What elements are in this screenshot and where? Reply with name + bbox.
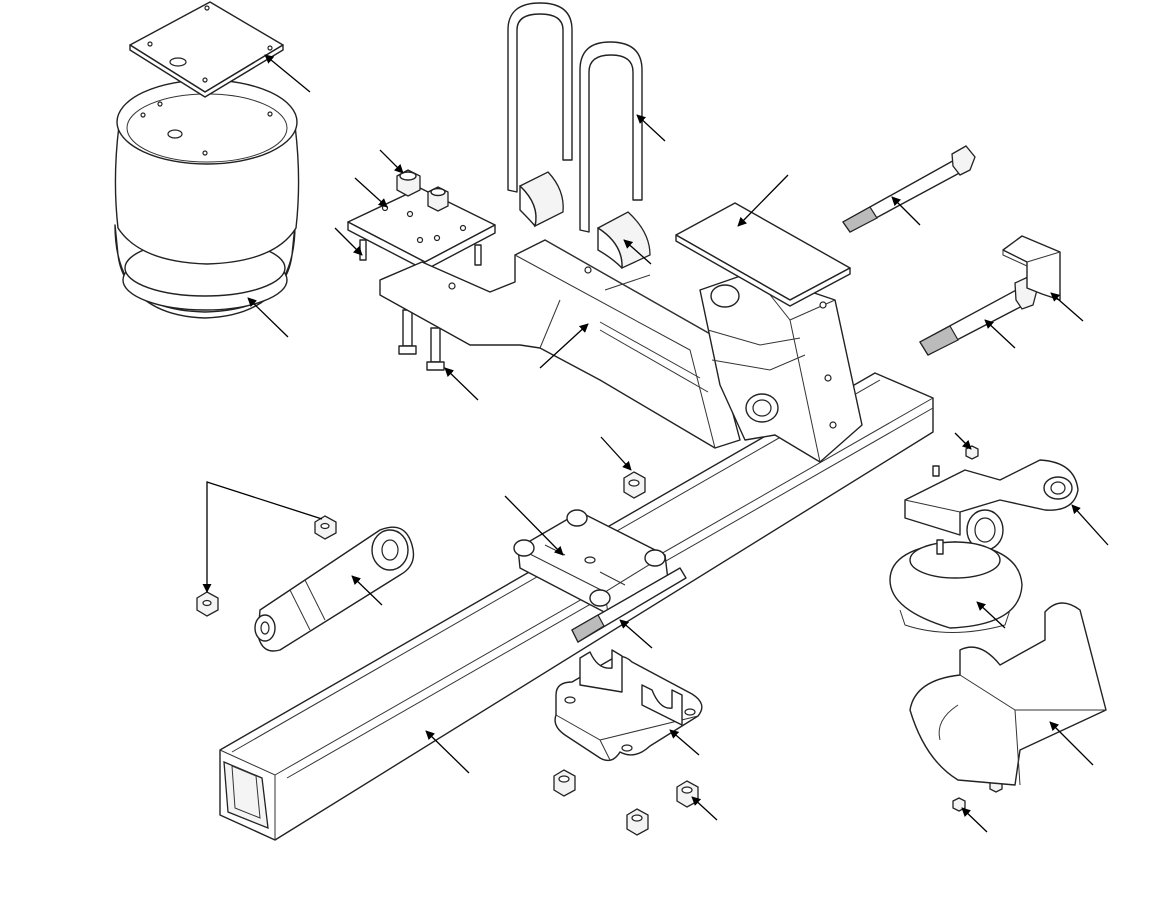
short-pivot-bolt [919,276,1038,356]
frame-hanger [909,602,1107,786]
angle-bracket [1002,235,1061,301]
hanger-top-pad [675,202,851,307]
lock-nut-2 [196,591,219,617]
lock-nut-9 [965,445,979,460]
long-pivot-bolt [842,145,976,233]
lock-nut-1 [314,515,337,540]
lock-nut-6 [626,808,649,836]
axle-seat-bottom-plate [554,649,703,762]
air-spring-bellows [114,79,300,319]
alignment-clamp [513,509,669,615]
hanger-bracket [699,271,863,463]
leader-lines [202,54,1109,833]
adjuster-rod [571,567,687,643]
air-spring-top-plate [129,1,284,98]
trailing-arm-beam [379,239,741,449]
lock-nut-5 [676,780,699,808]
shock-absorber [254,526,415,652]
u-bolts [507,2,643,233]
shock-mount-bracket [904,459,1079,551]
lock-nut-4 [553,769,576,797]
bolts-vertical [398,309,445,371]
lock-nut-3 [623,471,646,499]
small-air-spring [889,539,1023,633]
